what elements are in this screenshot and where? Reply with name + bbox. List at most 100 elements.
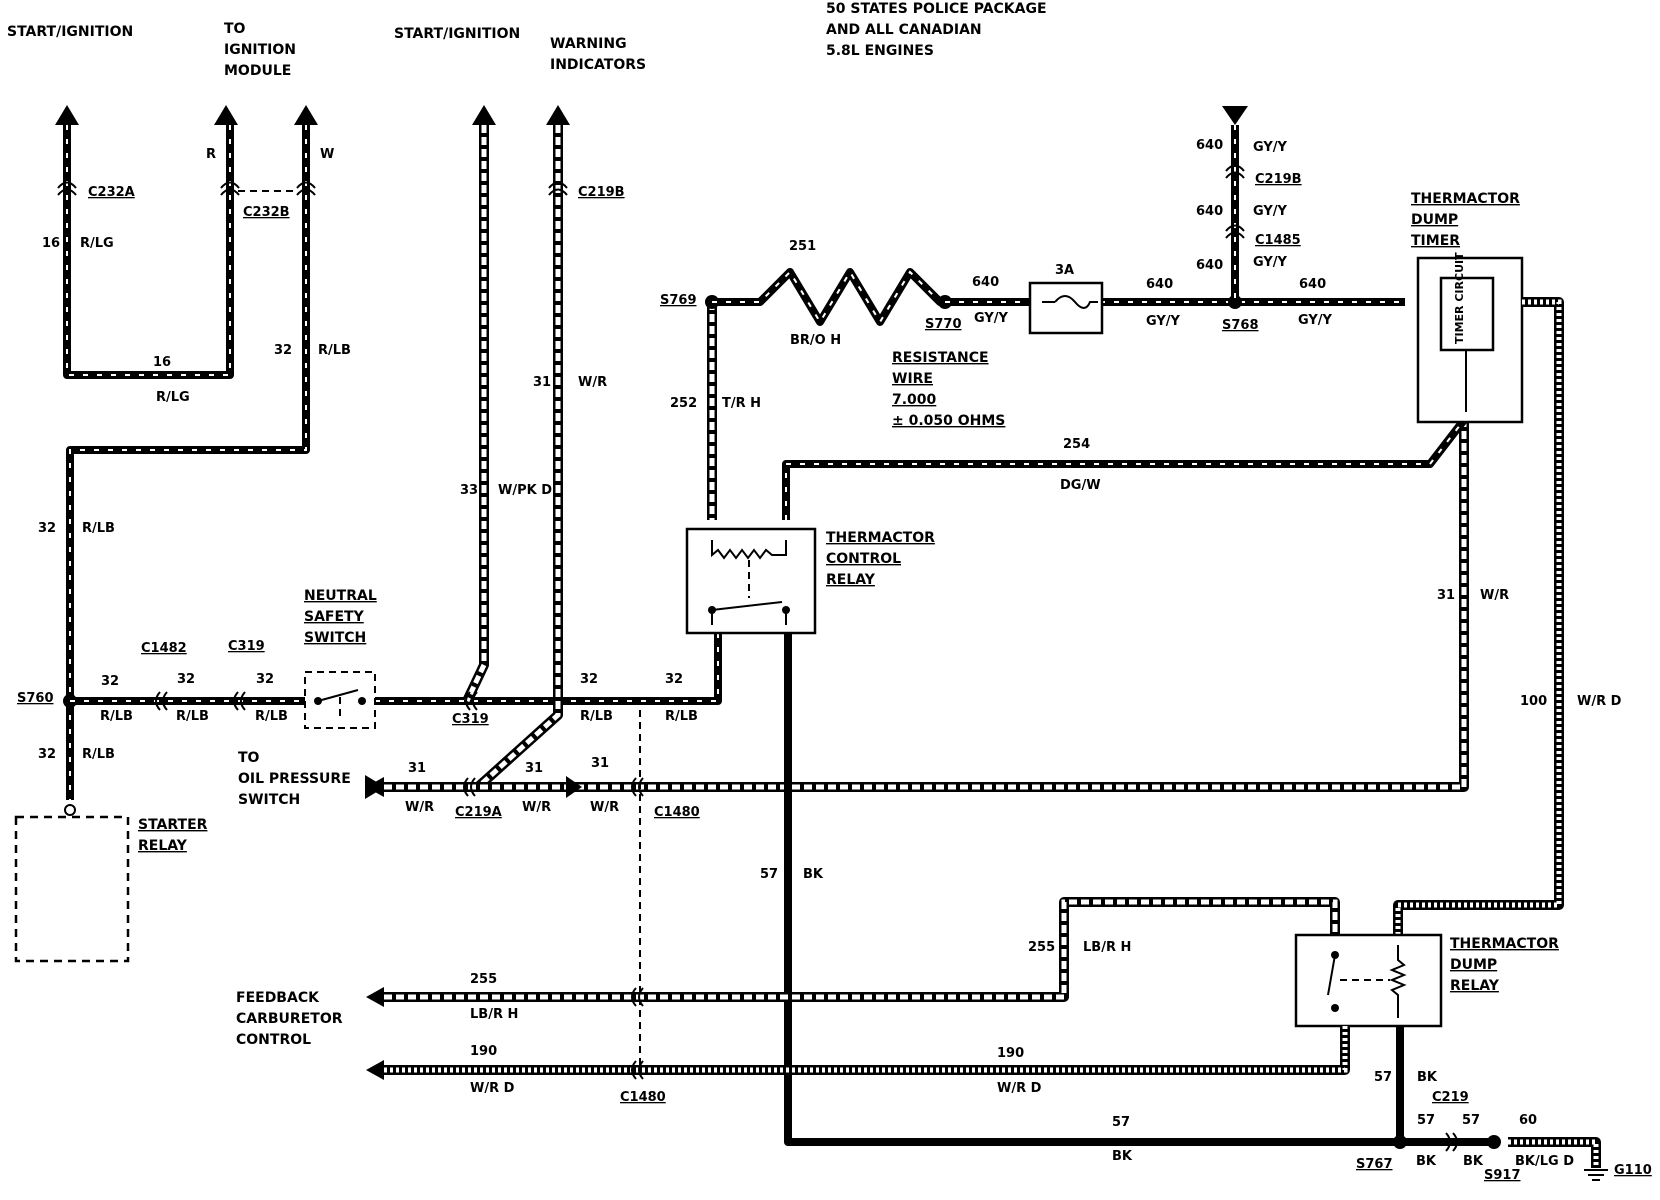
w57-c219b-color: BK bbox=[1463, 1154, 1484, 1169]
w32-h4-num: 32 bbox=[580, 672, 598, 687]
s767-label: S767 bbox=[1356, 1157, 1393, 1172]
label-police-package-2: AND ALL CANADIAN bbox=[826, 22, 982, 38]
thermactor-dump-relay-label-3: RELAY bbox=[1450, 978, 1500, 994]
timer-circuit-box bbox=[1439, 276, 1495, 352]
to-oil-pressure-3: SWITCH bbox=[238, 792, 300, 808]
connector-c219a-icon bbox=[463, 777, 476, 797]
thermactor-control-relay-label-1: THERMACTOR bbox=[826, 530, 935, 546]
w31a-color: W/R bbox=[405, 800, 434, 815]
w32-h4-color: R/LB bbox=[580, 709, 613, 724]
resistance-wire-label-2: WIRE bbox=[892, 371, 933, 387]
w190-right-num: 190 bbox=[997, 1046, 1024, 1061]
wire-31-wr-vertical-stripe bbox=[476, 125, 561, 789]
w31-top-color: W/R bbox=[578, 375, 607, 390]
fuse-3a-box bbox=[1028, 281, 1104, 335]
label-to-ignition-module-2: IGNITION bbox=[224, 42, 296, 58]
relay-blade-icon bbox=[711, 601, 787, 625]
w255-left-color: LB/R H bbox=[470, 1007, 518, 1022]
c1485-label: C1485 bbox=[1255, 233, 1301, 248]
w255-right-color: LB/R H bbox=[1083, 940, 1131, 955]
feedback-carb-2: CARBURETOR bbox=[236, 1011, 343, 1027]
neutral-safety-switch-label-1: NEUTRAL bbox=[304, 588, 377, 604]
thermactor-control-relay-label-2: CONTROL bbox=[826, 551, 901, 567]
w32-left-color: R/LB bbox=[82, 521, 115, 536]
neutral-safety-switch-label-2: SAFETY bbox=[304, 609, 365, 625]
wire-32-rlb-top bbox=[66, 125, 310, 800]
fuse-label: 3A bbox=[1055, 263, 1074, 278]
connector-c219b-top-icon bbox=[548, 181, 568, 196]
c1482-label: C1482 bbox=[141, 641, 187, 656]
w640-v1-num: 640 bbox=[1196, 138, 1223, 153]
w57-right-num: 57 bbox=[1374, 1070, 1392, 1085]
wire-255-lbrh-stripe bbox=[384, 899, 1338, 1000]
w31-right-color: W/R bbox=[1480, 588, 1509, 603]
starter-relay-label-1: STARTER bbox=[138, 817, 208, 833]
w57-c219a-num: 57 bbox=[1417, 1113, 1435, 1128]
w32-h3-color: R/LB bbox=[255, 709, 288, 724]
w640-v3-num: 640 bbox=[1196, 258, 1223, 273]
w190-left-color: W/R D bbox=[470, 1081, 515, 1096]
thermactor-dump-timer-label-1: THERMACTOR bbox=[1411, 191, 1520, 207]
label-start-ignition-mid: START/IGNITION bbox=[394, 26, 520, 42]
wire-32-bus-right-stripe bbox=[375, 620, 719, 702]
w31-right-num: 31 bbox=[1437, 588, 1455, 603]
connector-c1482-icon bbox=[155, 691, 168, 711]
wire-60-bklgd bbox=[1508, 1137, 1601, 1168]
s770-label: S770 bbox=[925, 317, 962, 332]
arrow-down-icon bbox=[1222, 106, 1248, 125]
neutral-switch-blade-icon bbox=[317, 689, 359, 702]
wire-33-wpkd-stripe bbox=[464, 125, 487, 703]
w32-h1-color: R/LB bbox=[100, 709, 133, 724]
g110-label: G110 bbox=[1614, 1163, 1652, 1178]
c319-top-label: C319 bbox=[228, 639, 265, 654]
w255-left-num: 255 bbox=[470, 972, 497, 987]
wire-100-wrd-stripe bbox=[1395, 299, 1562, 935]
w190-right-color: W/R D bbox=[997, 1081, 1042, 1096]
wire-32-bus-right bbox=[375, 620, 722, 705]
w32-h5-color: R/LB bbox=[665, 709, 698, 724]
starter-relay-terminal-icon bbox=[64, 804, 76, 816]
w252-num: 252 bbox=[670, 396, 697, 411]
connector-c232b-icon bbox=[220, 181, 240, 196]
wire-w-label: W bbox=[320, 147, 334, 162]
resistance-wire-label-4: ± 0.050 OHMS bbox=[892, 413, 1005, 429]
fuse-icon bbox=[1042, 295, 1098, 309]
w31b-color: W/R bbox=[522, 800, 551, 815]
w32-bottom-color: R/LB bbox=[82, 747, 115, 762]
w100-color: W/R D bbox=[1577, 694, 1622, 709]
w57-mid-num: 57 bbox=[760, 867, 778, 882]
w100-num: 100 bbox=[1520, 694, 1547, 709]
arrow-up-icon bbox=[294, 105, 318, 125]
s768-label: S768 bbox=[1222, 318, 1259, 333]
w640-v2-num: 640 bbox=[1196, 204, 1223, 219]
wire-254-dgw bbox=[782, 417, 1468, 520]
wire-190-wrd bbox=[384, 1026, 1350, 1075]
w252-color: T/R H bbox=[722, 396, 761, 411]
w31c-num: 31 bbox=[591, 756, 609, 771]
w640-fuse-color: GY/Y bbox=[1146, 314, 1181, 329]
arrow-up-icon bbox=[55, 105, 79, 125]
connector-c1480-255-icon bbox=[631, 987, 644, 1007]
thermactor-control-relay-label-3: RELAY bbox=[826, 572, 876, 588]
label-police-package-1: 50 STATES POLICE PACKAGE bbox=[826, 1, 1047, 17]
w640-v1-color: GY/Y bbox=[1253, 140, 1288, 155]
resistance-wire-label-3: 7.000 bbox=[892, 392, 937, 408]
w16b-num: 16 bbox=[153, 355, 171, 370]
starter-relay-label-2: RELAY bbox=[138, 838, 188, 854]
w251-color: BR/O H bbox=[790, 333, 841, 348]
wire-251-resistance-stripe bbox=[712, 270, 945, 324]
to-oil-pressure-2: OIL PRESSURE bbox=[238, 771, 351, 787]
wire-190-wrd-stripe bbox=[384, 1026, 1348, 1073]
dump-relay-contact-bottom bbox=[1331, 1004, 1339, 1012]
dump-relay-coil-icon bbox=[1389, 945, 1407, 1018]
w640-fuse-num: 640 bbox=[1146, 277, 1173, 292]
splice-s767 bbox=[1393, 1135, 1407, 1149]
c232a-label: C232A bbox=[88, 185, 135, 200]
dump-relay-blade-icon bbox=[1327, 954, 1336, 996]
connector-c219b-right-icon bbox=[1225, 164, 1245, 179]
w640-v3-color: GY/Y bbox=[1253, 255, 1288, 270]
w251-num: 251 bbox=[789, 239, 816, 254]
w33-num: 33 bbox=[460, 483, 478, 498]
label-start-ignition-left: START/IGNITION bbox=[7, 24, 133, 40]
